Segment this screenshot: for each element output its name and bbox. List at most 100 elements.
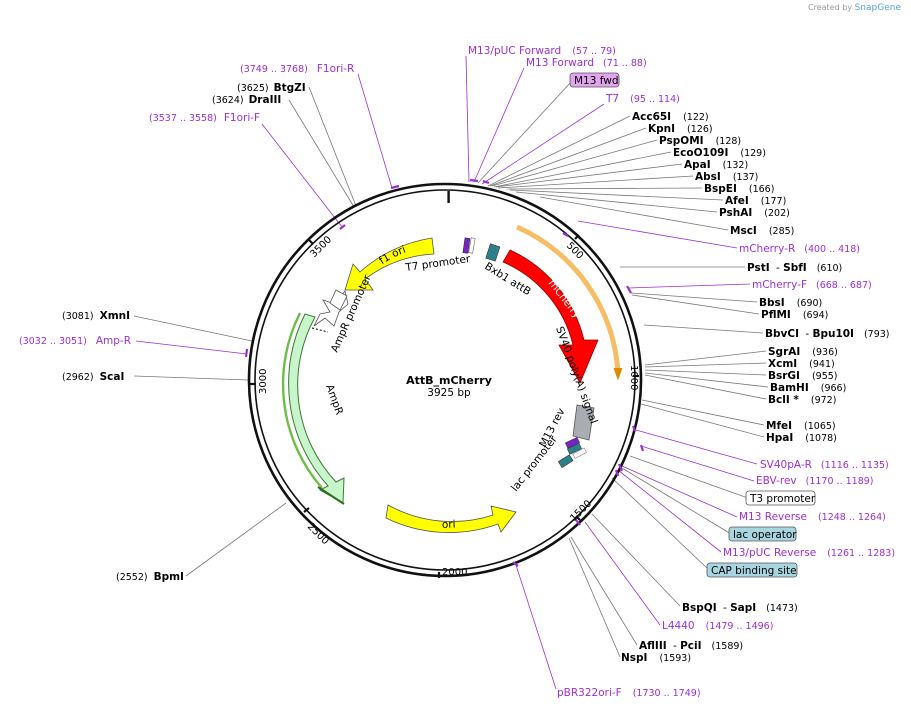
lac-promoter-label: lac promoter — [509, 433, 560, 494]
leader-pflmi — [631, 294, 760, 315]
m13-rev-mark — [564, 436, 580, 449]
leader-kpni — [489, 127, 647, 187]
lac-operator-box-label: lac operator — [733, 529, 797, 541]
site-pflmi: PflMI(694) — [761, 309, 828, 321]
primer-mcherry-r: mCherry-R(400 .. 418) — [739, 243, 860, 255]
mcherry-primer-band — [515, 224, 621, 374]
t3-promoter-box-label: T3 promoter — [749, 493, 816, 505]
site-afliii-pcii: AflIII - PciI(1589) — [639, 640, 743, 652]
leader-mcherry-f — [627, 283, 751, 289]
m13-fwd-box-label: M13 fwd — [574, 75, 619, 87]
plasmid-length: 3925 bp — [427, 387, 471, 399]
t7-promoter-mark — [462, 237, 471, 254]
leader-t7 — [481, 103, 605, 185]
leader-xmni — [133, 315, 253, 342]
leader-scai — [133, 375, 249, 381]
bxb1-attb-box — [485, 243, 501, 262]
leader-sgrai — [644, 350, 767, 366]
enzyme-labels: (3625)BtgZI (3624)DraIII Acc65I(122) Kpn… — [62, 82, 890, 664]
site-xmni: (3081)XmnI — [62, 310, 130, 322]
site-psti-sbfi: PstI - SbfI(610) — [747, 262, 842, 274]
ruler-ticks — [250, 234, 639, 578]
leader-bcli — [644, 374, 767, 400]
primer-t7: T7(95 .. 114) — [605, 93, 680, 105]
leader-amp-r — [135, 340, 248, 355]
leader-sv40pa-r — [635, 429, 758, 465]
primer-m13-forward: M13 Forward(71 .. 88) — [526, 57, 647, 69]
leader-bpmi — [185, 502, 287, 577]
tick-label-3000: 3000 — [258, 369, 269, 394]
leader-bbsi — [630, 292, 758, 303]
site-pshai: PshAI(202) — [719, 207, 790, 219]
site-scai: (2962)ScaI — [62, 371, 124, 383]
site-bspqi-sapi: BspQI - SapI(1473) — [682, 602, 798, 614]
leader-m13puc-fwd — [465, 55, 470, 183]
leader-bamhi — [644, 372, 769, 388]
ampr-label: AmpR — [323, 383, 345, 417]
primer-m13puc-reverse: M13/pUC Reverse(1261 .. 1283) — [723, 547, 895, 559]
leader-acc65i — [487, 115, 631, 187]
leader-bspqi — [591, 513, 681, 607]
leader-cap-box — [611, 477, 710, 571]
ampr-arrow — [288, 313, 345, 504]
primer-marks — [244, 178, 645, 567]
site-xcmi: XcmI(941) — [768, 358, 835, 370]
mcherry-arrow — [502, 249, 599, 384]
boxed-labels: M13 fwd T3 promoter lac operator CAP bin… — [569, 72, 816, 578]
leader-bspei — [505, 187, 703, 190]
snapgene-watermark: Created by SnapGene — [808, 3, 901, 13]
leader-absi — [497, 175, 694, 189]
site-bspei: BspEI(166) — [704, 183, 774, 195]
leader-bbvci — [643, 324, 764, 334]
plasmid-name: AttB_mCherry — [406, 374, 492, 387]
leader-hpai — [640, 403, 765, 438]
primer-mcherry-f: mCherry-F(668 .. 687) — [752, 279, 872, 291]
site-bcli: BclI *(972) — [768, 394, 836, 406]
leader-lines — [133, 55, 769, 690]
leader-pspomi — [491, 139, 658, 187]
site-hpai: HpaI(1078) — [766, 432, 837, 444]
leader-m13-fwd-box — [477, 81, 572, 184]
leader-eco0109i — [493, 151, 672, 188]
site-apai: ApaI(132) — [684, 159, 748, 171]
primer-f1ori-f: (3537 .. 3558)F1ori-F — [149, 112, 260, 124]
plasmid-backbone — [247, 182, 643, 578]
leader-t3-box — [629, 455, 749, 499]
primer-sv40pa-r: SV40pA-R(1116 .. 1135) — [760, 459, 889, 471]
primer-ebv-rev: EBV-rev(1170 .. 1189) — [756, 475, 874, 487]
features — [281, 224, 623, 533]
leader-f1ori-r — [357, 73, 393, 189]
primer-m13-reverse: M13 Reverse(1248 .. 1264) — [739, 511, 886, 523]
site-afei: AfeI(177) — [725, 195, 786, 207]
leader-l4440 — [584, 521, 661, 626]
ori-label: ori — [442, 519, 456, 531]
leader-nspi — [568, 537, 621, 658]
leader-m13-reverse — [621, 465, 738, 518]
site-mfei: MfeI(1065) — [766, 420, 836, 432]
site-bpmi: (2552)BpmI — [116, 571, 184, 583]
primer-f1ori-r: (3749 .. 3768)F1ori-R — [240, 63, 354, 75]
tick-label-1000: 1000 — [628, 365, 639, 390]
leader-bsrgi — [644, 369, 767, 376]
leader-apai — [495, 163, 683, 188]
leader-mfei — [641, 399, 765, 426]
leader-afei — [509, 189, 724, 201]
site-draiii: (3624)DraIII — [212, 94, 281, 106]
site-nspi: NspI(1593) — [621, 652, 691, 664]
leader-m13-fwd — [473, 67, 525, 183]
lac-promoter-mark — [557, 454, 574, 468]
tick-label-3500: 3500 — [308, 234, 334, 260]
site-btgzi: (3625)BtgZI — [237, 82, 306, 94]
sv40-polya-box — [572, 404, 595, 441]
site-msci: MscI(285) — [730, 225, 794, 237]
leader-btgzi — [308, 86, 357, 207]
primer-m13puc-forward: M13/pUC Forward(57 .. 79) — [468, 45, 616, 57]
site-acc65i: Acc65I(122) — [632, 111, 709, 123]
ori-arrow — [385, 504, 517, 533]
site-bsrgi: BsrGI(955) — [768, 370, 838, 382]
tick-label-2000: 2000 — [442, 567, 467, 578]
leader-xcmi — [644, 362, 767, 368]
watermark-brand: SnapGene — [854, 3, 901, 13]
leader-msci — [539, 196, 729, 231]
